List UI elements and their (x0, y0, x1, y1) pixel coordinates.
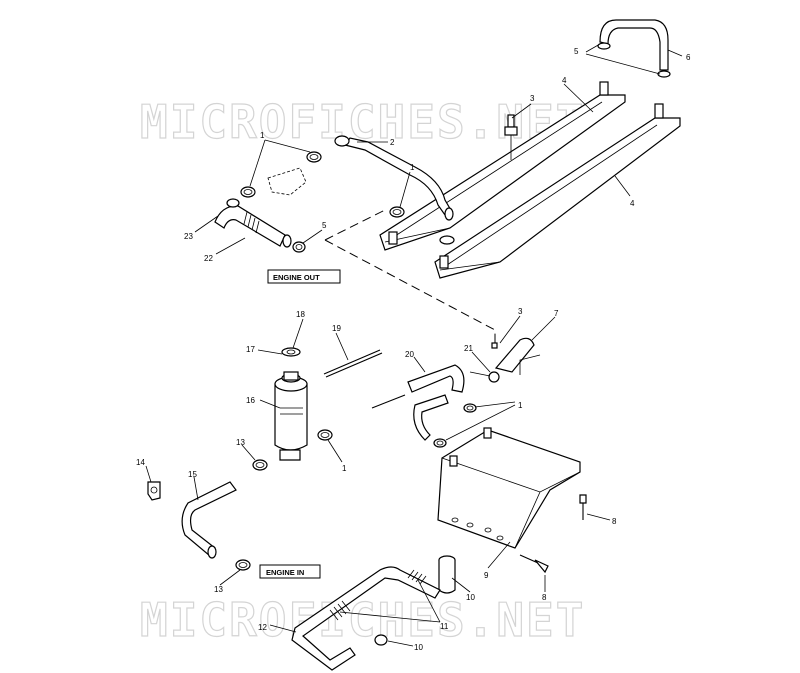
part-10-cap-upper (438, 555, 456, 594)
callout-13-mid: 13 (236, 438, 245, 447)
callout-17: 17 (246, 345, 255, 354)
callout-9: 9 (484, 571, 489, 580)
callout-22: 22 (204, 254, 213, 263)
callout-5-mid: 5 (322, 221, 327, 230)
part-3-bleed-screw-top (504, 114, 518, 160)
callout-14: 14 (136, 458, 145, 467)
engine-in-label-box: ENGINE IN (259, 564, 321, 579)
part-10-cap-lower (374, 634, 388, 646)
part-16-coolant-reservoir (274, 371, 308, 461)
callout-1-reservoir: 1 (342, 464, 347, 473)
callout-1-cooler: 1 (518, 401, 523, 410)
callout-10-upper: 10 (466, 593, 475, 602)
part-1-clamp-lower-b (433, 438, 447, 448)
part-8-fastener-lower (519, 554, 549, 574)
callout-23: 23 (184, 232, 193, 241)
part-1-clamp-top-c (389, 206, 405, 218)
part-7-hose (494, 337, 541, 375)
watermark-bottom: MICROFICHES.NET (140, 593, 585, 647)
part-4-heat-exchanger-lower (434, 103, 681, 279)
callout-2: 2 (390, 138, 395, 147)
part-15-hose (181, 481, 237, 559)
callout-3-top: 3 (530, 94, 535, 103)
callout-19: 19 (332, 324, 341, 333)
callout-7: 7 (554, 309, 559, 318)
callout-10-lower: 10 (414, 643, 423, 652)
leader-lines (145, 43, 683, 647)
callout-8-right: 8 (612, 517, 617, 526)
part-1-clamp-reservoir (317, 429, 333, 441)
part-13-clamp-mid (252, 459, 268, 471)
callout-18: 18 (296, 310, 305, 319)
engine-in-label: ENGINE IN (266, 568, 304, 577)
part-1-clamp-lower-a (463, 403, 477, 413)
engine-out-label: ENGINE OUT (273, 273, 320, 282)
callout-5-top: 5 (574, 47, 579, 56)
callout-4-upper: 4 (562, 76, 567, 85)
part-19-dipstick-rod (323, 349, 383, 378)
part-3-bleed-screw-lower (491, 342, 498, 349)
callout-numbers: 6 5 3 4 4 1 2 1 5 23 22 18 19 17 16 13 1… (136, 47, 691, 652)
part-5-clamp-top (292, 241, 306, 253)
callout-15: 15 (188, 470, 197, 479)
part-21-fitting (469, 371, 500, 383)
part-9-cooler-tank (437, 427, 581, 549)
part-4-heat-exchanger-upper (379, 81, 626, 251)
callout-3-lower: 3 (518, 307, 523, 316)
callout-13-low: 13 (214, 585, 223, 594)
part-12-pipe-assembly (291, 566, 441, 671)
callout-12: 12 (258, 623, 267, 632)
part-1-clamp-top-b (306, 151, 322, 163)
routing-dash-line (324, 209, 496, 345)
part-22-23-bellows-hose (214, 198, 292, 248)
part-13-clamp-low (235, 559, 251, 571)
callout-21: 21 (464, 344, 473, 353)
callout-20: 20 (405, 350, 414, 359)
part-20-hose (407, 364, 465, 441)
part-18-cap (281, 347, 301, 357)
part-6-crossover-hose (597, 19, 671, 78)
callout-1-top: 1 (260, 131, 265, 140)
callout-11: 11 (440, 622, 449, 631)
callout-8-lower: 8 (542, 593, 547, 602)
callout-16: 16 (246, 396, 255, 405)
part-1-clamp-top-a (240, 186, 256, 198)
part-14-clip (147, 481, 161, 501)
engine-out-label-box: ENGINE OUT (267, 269, 341, 284)
t-connector (267, 167, 307, 196)
callout-1-top-right: 1 (410, 163, 415, 172)
callout-4-lower: 4 (630, 199, 635, 208)
part-8-fastener-right (579, 494, 587, 520)
callout-6: 6 (686, 53, 691, 62)
part-2-hose (334, 135, 454, 221)
pointer-stub (371, 394, 406, 409)
